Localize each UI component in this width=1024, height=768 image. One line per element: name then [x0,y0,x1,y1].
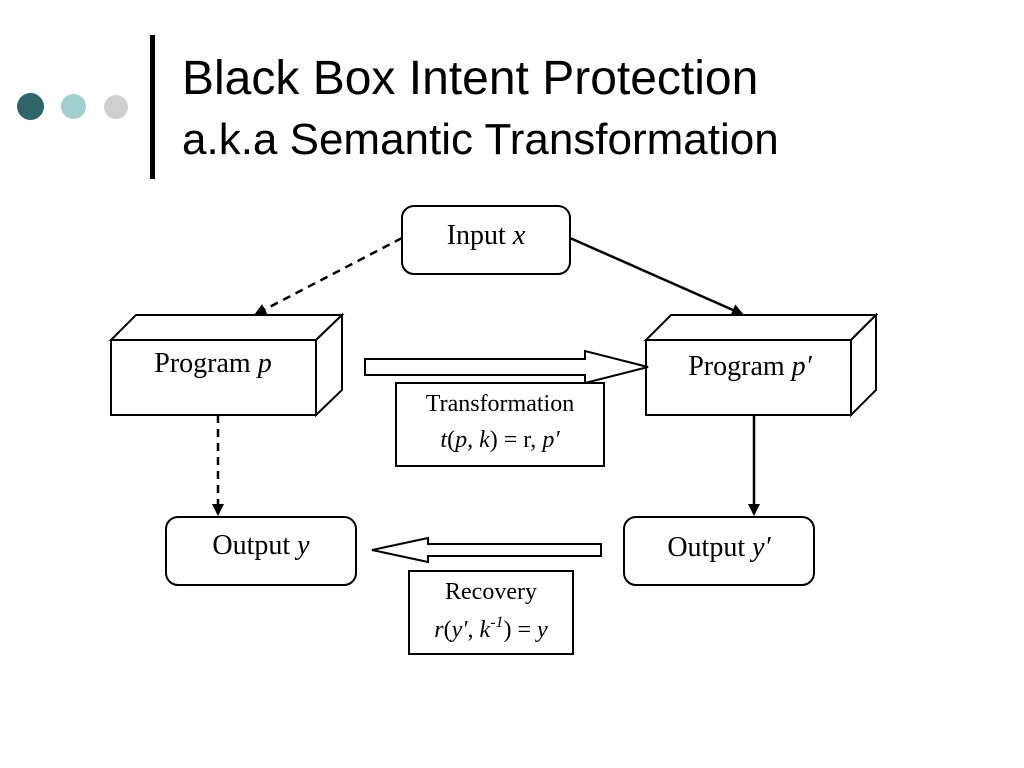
program-p-prime-label: Program [688,351,791,382]
slide-subtitle: a.k.a Semantic Transformation [182,115,779,164]
recovery-box: Recovery r(y′, k-1) = y [408,570,574,655]
slide-title: Black Box Intent Protection [182,52,759,105]
svg-text:Output y: Output y [212,530,310,561]
input-box: Input x [401,205,571,275]
svg-text:Program p′: Program p′ [688,351,812,382]
transformation-arrow [364,349,649,385]
transformation-title: Transformation [426,391,574,417]
recovery-title: Recovery [445,579,537,605]
output-y-prime-label: Output [667,532,752,563]
dashed-arrow-input-to-program-p [254,236,403,316]
output-y-label: Output [212,530,297,561]
svg-text:Input x: Input x [447,220,526,251]
title-divider [150,35,155,179]
transformation-formula: t(p, k) = r, p′ [440,427,560,453]
transformation-box: Transformation t(p, k) = r, p′ [395,382,605,467]
input-var: x [512,220,526,251]
program-p-box: Program p [108,312,345,418]
svg-text:Program p: Program p [154,348,271,379]
recovery-arrow [371,536,602,564]
arrow-input-to-program-p-prime [569,236,744,316]
title-dot-2 [61,94,86,119]
input-label: Input [447,220,513,251]
recovery-formula: r(y′, k-1) = y [434,614,548,643]
program-p-prime-var: p′ [790,351,813,382]
program-p-var: p [256,348,272,379]
output-y-prime-box: Output y′ [623,516,815,586]
output-y-var: y [294,530,310,561]
svg-text:Output y′: Output y′ [667,532,771,563]
program-p-prime-box: Program p′ [643,312,879,418]
output-y-box: Output y [165,516,357,586]
title-dot-3 [104,95,128,119]
title-dot-1 [17,93,44,120]
output-y-prime-var: y′ [749,532,771,563]
program-p-label: Program [154,348,257,379]
